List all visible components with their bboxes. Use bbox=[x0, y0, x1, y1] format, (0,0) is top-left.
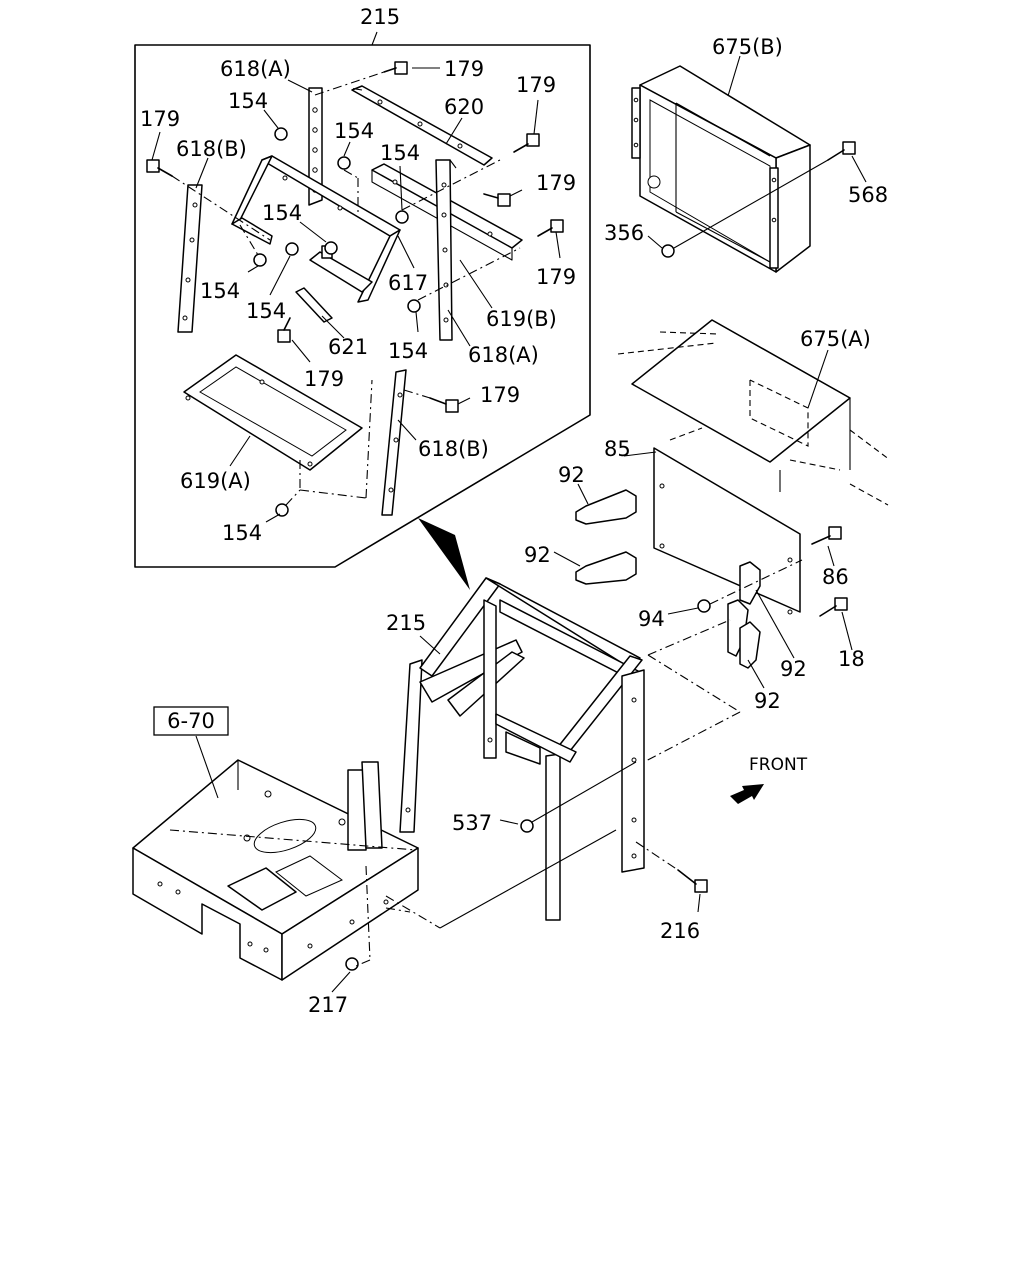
part-619a-frame bbox=[183, 354, 363, 471]
bolt-179-d bbox=[483, 193, 511, 207]
inset-fasteners bbox=[146, 61, 564, 517]
part-675a-cover bbox=[617, 319, 891, 506]
frame-fasteners bbox=[419, 635, 708, 913]
label-154-8: 154 bbox=[222, 521, 262, 545]
inset-frame bbox=[134, 31, 591, 590]
label-92-2: 92 bbox=[524, 543, 551, 567]
bolt-179-e bbox=[537, 219, 564, 237]
label-675a: 675(A) bbox=[800, 327, 871, 351]
part-618a-upper bbox=[308, 87, 323, 206]
bolt-179-f bbox=[277, 317, 291, 343]
label-154-5: 154 bbox=[200, 279, 240, 303]
label-675b: 675(B) bbox=[712, 35, 783, 59]
part-618b-lower bbox=[381, 369, 407, 516]
label-179-4: 179 bbox=[536, 171, 576, 195]
callout-pointer bbox=[418, 518, 470, 590]
front-direction: FRONT bbox=[730, 755, 808, 804]
part-92-brackets bbox=[575, 489, 848, 669]
label-568: 568 bbox=[848, 183, 888, 207]
label-85: 85 bbox=[604, 437, 631, 461]
part-618a-lower bbox=[435, 159, 457, 341]
label-18: 18 bbox=[838, 647, 865, 671]
bolt-179-g bbox=[429, 397, 459, 413]
label-154-3: 154 bbox=[380, 141, 420, 165]
nut-154-d bbox=[324, 241, 338, 255]
label-179-5: 179 bbox=[536, 265, 576, 289]
label-179-1: 179 bbox=[444, 57, 484, 81]
label-620: 620 bbox=[444, 95, 484, 119]
label-216: 216 bbox=[660, 919, 700, 943]
part-618b-left bbox=[177, 184, 203, 333]
front-label: FRONT bbox=[749, 755, 808, 775]
label-92-4: 92 bbox=[754, 689, 781, 713]
box-fasteners bbox=[647, 55, 867, 258]
nut-154-f bbox=[285, 242, 299, 256]
label-619b: 619(B) bbox=[486, 307, 557, 331]
label-215-top: 215 bbox=[360, 5, 400, 29]
label-154-6: 154 bbox=[246, 299, 286, 323]
reference-box: 6-70 bbox=[153, 706, 229, 736]
reference-box-label: 6-70 bbox=[167, 709, 215, 733]
part-labels: 215 618(A) 179 154 620 179 179 618(B) 15… bbox=[140, 5, 888, 1017]
nut-154-e bbox=[253, 253, 267, 267]
label-537: 537 bbox=[452, 811, 492, 835]
label-154-2: 154 bbox=[334, 119, 374, 143]
nut-154-g bbox=[407, 299, 421, 313]
label-618a-2: 618(A) bbox=[468, 343, 539, 367]
label-154-4: 154 bbox=[262, 201, 302, 225]
bolt-179-c bbox=[146, 159, 173, 177]
label-356: 356 bbox=[604, 221, 644, 245]
part-621-bracket bbox=[295, 245, 373, 323]
panel-leaders bbox=[553, 483, 853, 765]
nut-154-b bbox=[337, 156, 351, 170]
label-179-7: 179 bbox=[480, 383, 520, 407]
label-618a-1: 618(A) bbox=[220, 57, 291, 81]
nut-154-a bbox=[274, 127, 288, 141]
nut-154-c bbox=[395, 210, 409, 224]
bolt-179-b bbox=[513, 133, 540, 153]
part-85-panel bbox=[623, 447, 801, 615]
label-92-1: 92 bbox=[558, 463, 585, 487]
label-179-3: 179 bbox=[140, 107, 180, 131]
label-621: 621 bbox=[328, 335, 368, 359]
base-dash-lines bbox=[169, 735, 617, 993]
inset-leaders bbox=[151, 67, 561, 523]
label-619a: 619(A) bbox=[180, 469, 251, 493]
base-platform bbox=[132, 759, 419, 981]
bolt-179-a bbox=[383, 61, 408, 75]
label-86: 86 bbox=[822, 565, 849, 589]
label-154-1: 154 bbox=[228, 89, 268, 113]
label-94: 94 bbox=[638, 607, 665, 631]
part-675b-box bbox=[631, 65, 811, 273]
front-arrow-icon bbox=[730, 784, 764, 804]
label-154-7: 154 bbox=[388, 339, 428, 363]
label-618b-1: 618(B) bbox=[176, 137, 247, 161]
label-179-6: 179 bbox=[304, 367, 344, 391]
nut-154-h bbox=[275, 503, 289, 517]
part-620-bar bbox=[351, 85, 493, 166]
label-92-3: 92 bbox=[780, 657, 807, 681]
label-618b-2: 618(B) bbox=[418, 437, 489, 461]
label-617: 617 bbox=[388, 271, 428, 295]
label-215-mid: 215 bbox=[386, 611, 426, 635]
part-215-frame bbox=[399, 577, 645, 921]
label-217: 217 bbox=[308, 993, 348, 1017]
label-179-2: 179 bbox=[516, 73, 556, 97]
